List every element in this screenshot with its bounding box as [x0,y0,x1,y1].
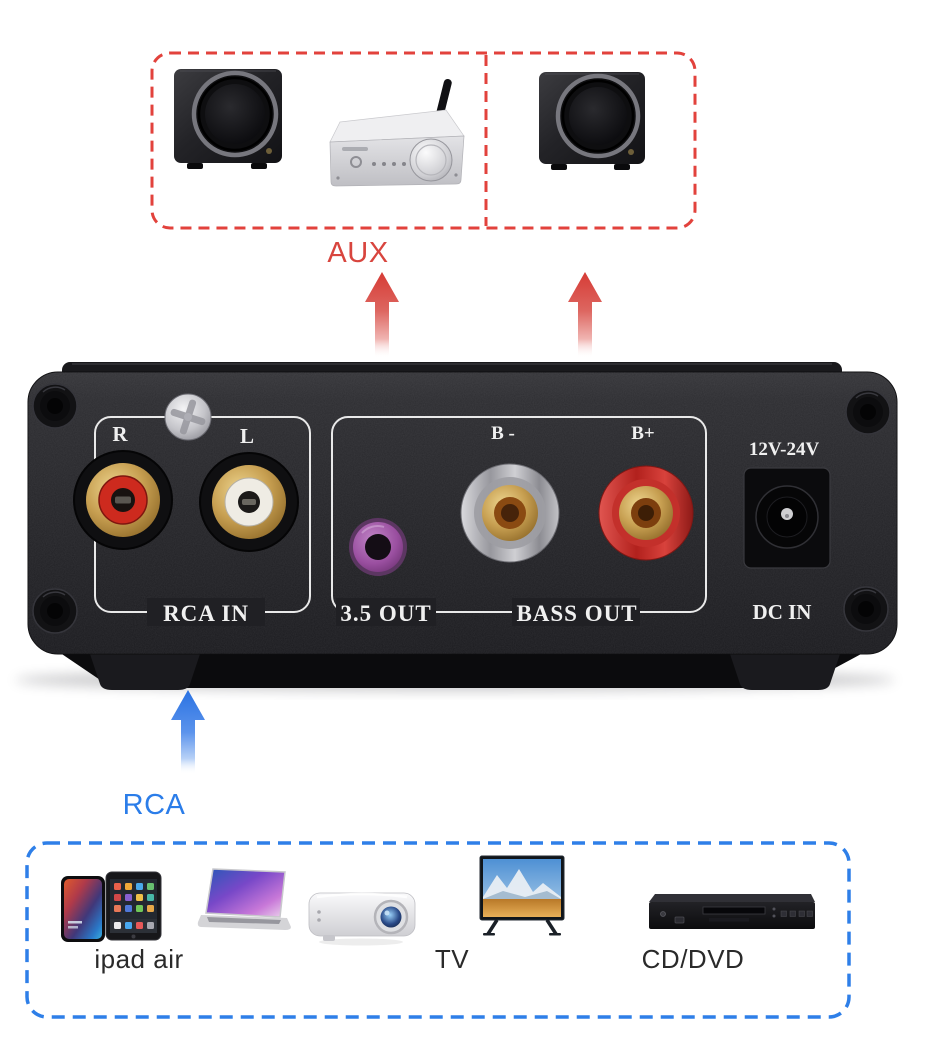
label-r: R [112,422,128,446]
laptop-icon [197,867,291,936]
bluetooth-amplifier-icon [318,78,470,190]
aux-arrow-left-icon [365,272,399,358]
rca-jack-right-icon [73,450,173,550]
label-rca-in: RCA IN [163,601,249,626]
cd-dvd-label: CD/DVD [641,944,745,974]
label-b-plus: B+ [631,423,655,444]
label-l: L [240,424,254,448]
rca-dashed-box [25,841,851,1019]
label-35-out: 3.5 OUT [340,601,431,626]
panel-screw-icon [164,393,212,441]
amplifier-rear-panel: R L RCA IN 3.5 OUT BASS OUT B - B+ 12V-2… [15,362,898,691]
aux-arrow-right-icon [568,272,602,358]
cd-dvd-player-icon [647,892,819,935]
label-voltage: 12V-24V [749,439,820,460]
aux-dashed-box [150,51,697,230]
jack-35mm-icon [349,518,407,576]
tv-icon [477,855,567,943]
ipad-air-label: ipad air [94,944,184,974]
label-dc-in: DC IN [753,600,812,624]
corner-screw-icon [32,383,891,634]
bass-post-positive-icon [598,465,694,561]
label-bass-out: BASS OUT [516,601,637,626]
rca-arrow-icon [171,690,205,774]
subwoofer-right-icon [536,70,648,174]
tv-label: TV [434,944,470,974]
label-b-minus: B - [491,423,515,444]
amp-bottom-edge [50,646,876,688]
projector-icon [305,880,419,947]
dc-jack-icon [743,467,831,569]
bass-post-negative-icon [460,463,560,563]
subwoofer-left-icon [171,67,285,173]
aux-label: AUX [327,237,389,269]
rca-jack-left-icon [199,452,299,552]
rca-label: RCA [122,789,186,821]
smartphone-icon [60,875,106,943]
tablet-icon [105,871,162,941]
